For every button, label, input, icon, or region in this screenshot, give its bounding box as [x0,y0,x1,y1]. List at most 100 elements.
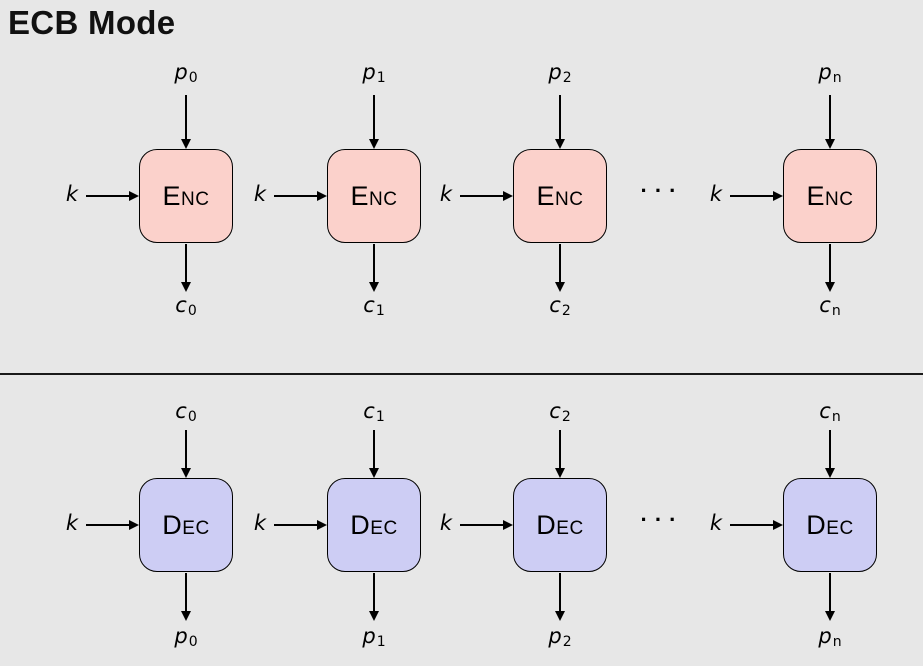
dec-box-label: Dec [536,509,584,540]
dec-input-arrowhead-0 [181,468,191,478]
math-base: p [174,624,188,648]
dec-key-arrowhead-3 [773,520,783,530]
enc-input-label-3: pn [790,60,870,86]
enc-box-1: Enc [327,149,421,243]
enc-box-label: Enc [162,180,210,211]
dec-key-arrowhead-1 [317,520,327,530]
enc-key-arrow-line-3 [730,195,774,197]
dec-output-arrow-line-2 [559,573,561,612]
enc-key-label-2: k [439,182,453,206]
math-base: p [818,60,832,84]
dec-output-label-1: p1 [334,624,414,650]
enc-input-label-1: p1 [334,60,414,86]
enc-box-2: Enc [513,149,607,243]
dec-output-label-0: p0 [146,624,226,650]
page-title: ECB Mode [8,4,176,41]
math-base: c [363,293,375,317]
math-base: c [819,399,831,423]
enc-output-arrow-line-0 [185,244,187,283]
enc-key-arrowhead-3 [773,191,783,201]
math-sub: 1 [375,409,385,425]
dec-output-arrowhead-0 [181,611,191,621]
enc-key-arrowhead-2 [503,191,513,201]
math-base: p [362,624,376,648]
math-sub: 1 [375,303,385,319]
enc-output-label-0: c0 [146,293,226,319]
enc-box-label: Enc [806,180,854,211]
enc-key-label-1: k [253,182,267,206]
dec-input-label-3: cn [790,399,870,425]
math-base: c [549,399,561,423]
dec-output-label-3: pn [790,624,870,650]
math-sub: 0 [188,70,198,86]
dec-key-arrow-line-1 [274,524,318,526]
math-base: p [548,624,562,648]
dec-input-label-1: c1 [334,399,414,425]
dec-box-3: Dec [783,478,877,572]
math-base: c [175,399,187,423]
enc-key-arrow-line-2 [460,195,504,197]
math-base: c [819,293,831,317]
enc-output-arrowhead-2 [555,282,565,292]
dec-key-arrow-line-2 [460,524,504,526]
dec-key-label-2: k [439,511,453,535]
math-sub: 1 [376,70,386,86]
enc-box-0: Enc [139,149,233,243]
enc-output-label-1: c1 [334,293,414,319]
enc-input-arrow-line-0 [185,95,187,140]
dec-key-label-3: k [709,511,723,535]
enc-output-arrowhead-1 [369,282,379,292]
math-base: c [549,293,561,317]
enc-output-arrow-line-1 [373,244,375,283]
dec-output-arrow-line-1 [373,573,375,612]
dec-output-arrowhead-2 [555,611,565,621]
math-sub: 2 [562,70,572,86]
dec-box-label: Dec [806,509,854,540]
dec-input-arrow-line-3 [829,430,831,468]
enc-input-arrowhead-3 [825,139,835,149]
dec-key-label-1: k [253,511,267,535]
math-sub: n [832,70,842,86]
math-sub: 2 [561,303,571,319]
section-divider [0,373,923,375]
math-base: p [818,624,832,648]
enc-output-label-2: c2 [520,293,600,319]
enc-output-arrow-line-2 [559,244,561,283]
dec-input-arrowhead-2 [555,468,565,478]
dec-box-0: Dec [139,478,233,572]
dec-input-arrow-line-2 [559,430,561,468]
dec-input-label-0: c0 [146,399,226,425]
math-sub: n [831,303,841,319]
dec-box-1: Dec [327,478,421,572]
enc-input-arrowhead-2 [555,139,565,149]
math-base: c [363,399,375,423]
math-sub: 2 [562,634,572,650]
enc-box-label: Enc [350,180,398,211]
math-base: p [362,60,376,84]
dec-input-arrowhead-3 [825,468,835,478]
enc-key-arrow-line-1 [274,195,318,197]
enc-key-arrow-line-0 [86,195,130,197]
dec-key-arrowhead-2 [503,520,513,530]
enc-input-arrowhead-1 [369,139,379,149]
enc-output-arrowhead-3 [825,282,835,292]
dec-input-arrowhead-1 [369,468,379,478]
dec-key-arrowhead-0 [129,520,139,530]
enc-input-arrow-line-3 [829,95,831,140]
dec-output-arrowhead-3 [825,611,835,621]
enc-key-label-3: k [709,182,723,206]
math-sub: 0 [188,634,198,650]
dec-output-arrow-line-3 [829,573,831,612]
enc-input-label-2: p2 [520,60,600,86]
math-sub: n [832,634,842,650]
enc-input-arrow-line-1 [373,95,375,140]
math-base: p [174,60,188,84]
dec-input-arrow-line-1 [373,430,375,468]
dec-box-label: Dec [350,509,398,540]
enc-box-3: Enc [783,149,877,243]
math-sub: 0 [187,409,197,425]
enc-input-arrow-line-2 [559,95,561,140]
enc-box-label: Enc [536,180,584,211]
dec-box-2: Dec [513,478,607,572]
enc-key-arrowhead-1 [317,191,327,201]
